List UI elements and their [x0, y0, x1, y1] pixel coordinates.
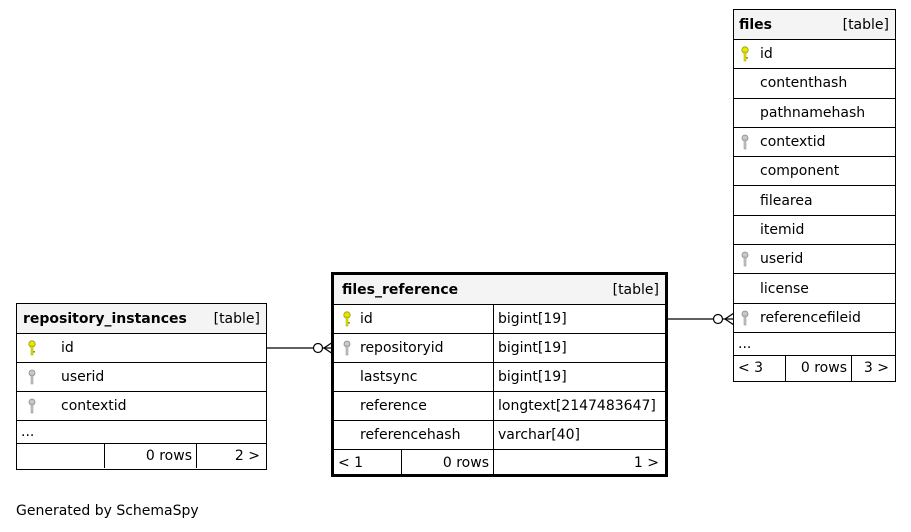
column-name: repositoryid [360, 334, 494, 362]
table-header[interactable]: files_reference [table] [334, 275, 665, 305]
column-row[interactable]: id [734, 40, 895, 70]
table-name: files_reference [342, 281, 459, 298]
no-key-spacer [734, 69, 756, 97]
column-type: longtext[2147483647] [498, 398, 656, 414]
column-name: lastsync [360, 363, 494, 391]
column-name: id [61, 340, 74, 356]
primary-key-icon [334, 305, 360, 333]
no-key-spacer [334, 392, 360, 420]
column-row[interactable]: id [17, 334, 266, 363]
column-name: userid [760, 251, 804, 268]
column-row[interactable]: id bigint[19] [334, 305, 665, 334]
foreign-key-icon [17, 363, 47, 391]
column-row[interactable]: contextid [734, 128, 895, 158]
foreign-key-icon [734, 245, 756, 273]
column-row[interactable]: userid [17, 363, 266, 392]
footer-row-count: 0 rows [786, 355, 852, 381]
column-row[interactable]: referencefileid [734, 304, 895, 333]
generated-by-label: Generated by SchemaSpy [16, 503, 199, 519]
no-key-spacer [334, 421, 360, 449]
footer-row-count: 0 rows [402, 450, 494, 475]
column-row[interactable]: contenthash [734, 69, 895, 99]
footer-children-link[interactable]: 2 > [234, 448, 260, 464]
no-key-spacer [734, 99, 756, 127]
column-row[interactable]: lastsync bigint[19] [334, 363, 665, 392]
column-name: license [760, 280, 809, 297]
column-row[interactable]: contextid [17, 392, 266, 421]
column-row[interactable]: repositoryid bigint[19] [334, 334, 665, 363]
table-files-reference[interactable]: files_reference [table] id bigint[19] re… [331, 272, 668, 477]
foreign-key-icon [734, 304, 756, 332]
primary-key-icon [734, 40, 756, 68]
column-row[interactable]: userid [734, 245, 895, 275]
footer-parents-link[interactable]: < 3 [734, 355, 786, 381]
column-type: bigint[19] [498, 369, 567, 385]
column-row[interactable]: license [734, 274, 895, 304]
column-name: userid [61, 369, 105, 385]
no-key-spacer [734, 216, 756, 244]
table-name: repository_instances [23, 310, 187, 327]
footer-parents-link[interactable]: < 1 [334, 450, 402, 475]
table-tag: [table] [612, 281, 659, 298]
no-key-spacer [334, 363, 360, 391]
no-key-spacer [734, 157, 756, 185]
column-name: referencefileid [760, 309, 861, 326]
column-name: itemid [760, 221, 805, 238]
table-header[interactable]: repository_instances [table] [17, 304, 266, 334]
column-name: component [760, 163, 840, 180]
column-name: referencehash [360, 421, 494, 449]
table-repository-instances[interactable]: repository_instances [table] id userid c… [16, 303, 267, 470]
column-row[interactable]: component [734, 157, 895, 187]
footer-parents[interactable] [17, 444, 105, 468]
more-columns-ellipsis: ... [734, 333, 895, 356]
column-type: varchar[40] [498, 427, 580, 443]
foreign-key-icon [17, 392, 47, 420]
column-row[interactable]: reference longtext[2147483647] [334, 392, 665, 421]
column-name: contenthash [760, 75, 848, 92]
column-row[interactable]: filearea [734, 186, 895, 216]
column-name: id [360, 305, 494, 333]
foreign-key-icon [734, 128, 756, 156]
table-header[interactable]: files [table] [734, 10, 895, 40]
column-row[interactable]: itemid [734, 216, 895, 246]
no-key-spacer [734, 186, 756, 214]
footer-children-link[interactable]: 1 > [633, 454, 659, 471]
more-columns-ellipsis: ... [17, 421, 266, 444]
column-row[interactable]: referencehash varchar[40] [334, 421, 665, 450]
column-name: contextid [760, 134, 826, 151]
table-footer: < 3 0 rows 3 > [734, 355, 895, 381]
table-footer: 0 rows 2 > [17, 444, 266, 468]
column-name: contextid [61, 398, 127, 414]
column-name: pathnamehash [760, 104, 866, 121]
table-footer: < 1 0 rows 1 > [334, 450, 665, 475]
column-name: id [760, 46, 773, 63]
link-files-to-files-reference [667, 312, 735, 326]
column-name: reference [360, 392, 494, 420]
primary-key-icon [17, 334, 47, 362]
link-repository-to-files-reference [266, 341, 334, 355]
column-row[interactable]: pathnamehash [734, 99, 895, 128]
table-tag: [table] [842, 16, 889, 33]
table-name: files [739, 16, 773, 33]
table-tag: [table] [213, 310, 260, 327]
table-files[interactable]: files [table] id contenthash pathnamehas… [733, 9, 896, 382]
column-name: filearea [760, 192, 813, 209]
no-key-spacer [734, 274, 756, 302]
footer-children-link[interactable]: 3 > [863, 360, 889, 377]
column-type: bigint[19] [498, 311, 567, 327]
foreign-key-icon [334, 334, 360, 362]
footer-row-count: 0 rows [105, 444, 197, 468]
column-type: bigint[19] [498, 340, 567, 356]
